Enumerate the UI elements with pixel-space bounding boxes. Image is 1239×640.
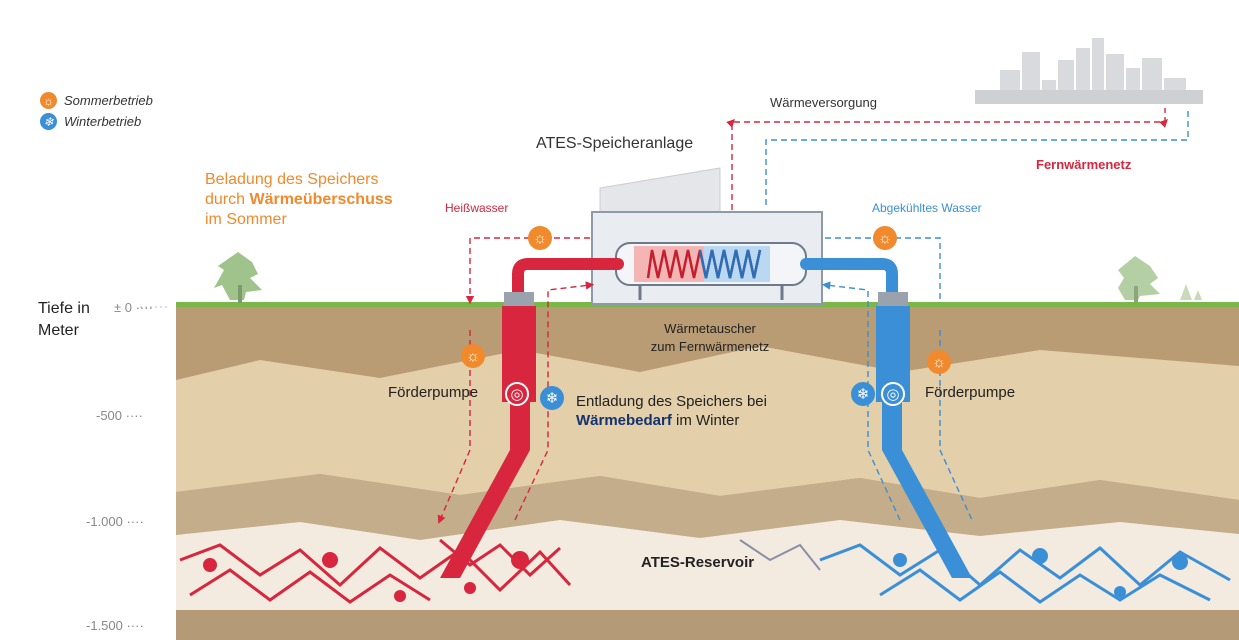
summer-loading-text: Beladung des Speichers durch Wärmeübersc… [205, 170, 393, 230]
city-skyline [975, 38, 1203, 104]
pump-icon: ◎ [881, 382, 905, 406]
summer-loading-line3: im Sommer [205, 211, 287, 228]
depth-tick-0: ± 0 ···· [114, 300, 153, 315]
plant-title: ATES-Speicheranlage [536, 135, 694, 152]
winter-unloading-text: Entladung des Speichers bei Wärmebedarf … [576, 392, 767, 430]
reservoir-label: ATES-Reservoir [641, 554, 755, 571]
depth-heading-line2: Meter [38, 322, 79, 339]
tree-right-icon [1118, 256, 1202, 302]
sun-icon: ☼ [40, 92, 57, 109]
pump-icon: ◎ [505, 382, 529, 406]
legend-winter-label: Winterbetrieb [64, 114, 142, 129]
cold-reservoir-cracks [819, 543, 1231, 604]
legend-winter: ❄ Winterbetrieb [40, 113, 153, 130]
supply-label: Wärmeversorgung [770, 95, 877, 110]
summer-loading-prefix: durch [205, 191, 250, 208]
winter-unloading-bold: Wärmebedarf [576, 412, 672, 429]
pipes [512, 258, 898, 306]
snowflake-icon: ❄ [851, 382, 875, 406]
cooled-water-label: Abgekühltes Wasser [872, 201, 982, 215]
depth-tick-1000: -1.000 ···· [86, 514, 144, 529]
depth-heading: Tiefe in Meter [38, 298, 90, 342]
exchanger-line1: Wärmetauscher [664, 321, 756, 336]
pump-left-label: Förderpumpe [388, 384, 479, 401]
sun-icon: ☼ [528, 226, 552, 250]
winter-unloading-line2: Wärmebedarf im Winter [576, 411, 767, 430]
winter-unloading-line1: Entladung des Speichers bei [576, 393, 767, 410]
legend-summer-label: Sommerbetrieb [64, 93, 153, 108]
summer-loading-bold: Wärmeüberschuss [249, 191, 393, 208]
summer-loading-line1: Beladung des Speichers [205, 171, 379, 188]
ates-plant-building [591, 167, 823, 305]
sun-icon: ☼ [873, 226, 897, 250]
snowflake-icon: ❄ [40, 113, 57, 130]
pump-right-label: Förderpumpe [925, 384, 1016, 401]
hot-water-label: Heißwasser [445, 201, 509, 215]
winter-unloading-suffix: im Winter [671, 412, 740, 429]
depth-tick-1500: -1.500 ···· [86, 618, 144, 633]
snowflake-icon: ❄ [540, 386, 564, 410]
depth-tick-500: -500 ···· [96, 408, 143, 423]
network-label: Fernwärmenetz [1036, 157, 1132, 172]
tree-left-icon [214, 252, 262, 303]
exchanger-label: Wärmetauscher zum Fernwärmenetz [630, 320, 790, 356]
summer-loading-line2: durch Wärmeüberschuss [205, 190, 393, 210]
sun-icon: ☼ [927, 350, 951, 374]
legend-summer: ☼ Sommerbetrieb [40, 92, 153, 109]
exchanger-line2: zum Fernwärmenetz [650, 339, 770, 354]
legend: ☼ Sommerbetrieb ❄ Winterbetrieb [40, 92, 153, 130]
sun-icon: ☼ [461, 344, 485, 368]
ground-layers [176, 305, 1239, 640]
depth-heading-line1: Tiefe in [38, 300, 90, 317]
